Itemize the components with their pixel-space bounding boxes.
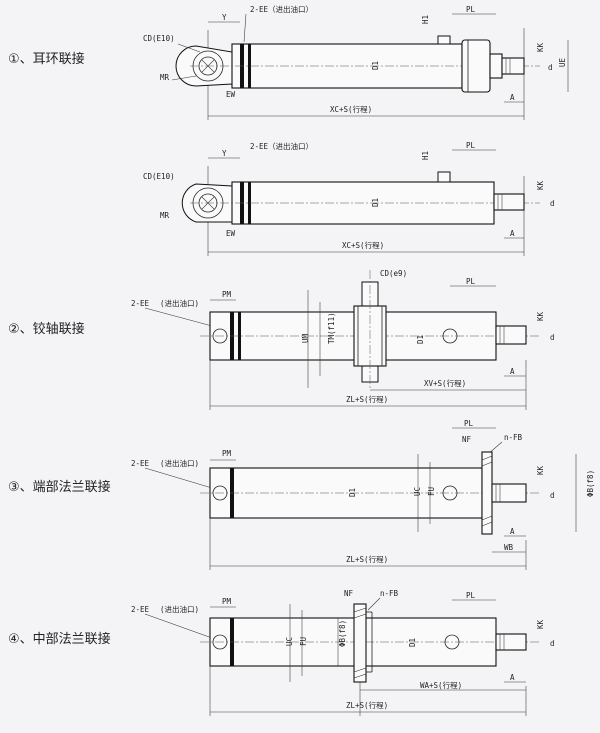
dim-nf-5: NF — [344, 589, 354, 598]
dim-d1: D1 — [371, 61, 380, 70]
dim-ee-note-4: (进出油口) — [160, 458, 199, 468]
dim-kk-4: KK — [536, 465, 545, 475]
diagram-ear-ring-2: XC+S(行程) Y 2-EE（进出油口） CD(E10) MR EW D1 H… — [143, 141, 555, 256]
dim-d-4: d — [550, 491, 555, 500]
dim-pl: PL — [466, 5, 476, 14]
dim-a: A — [510, 93, 515, 102]
dim-xcs-2: XC+S(行程) — [342, 240, 384, 250]
diagram-trunnion: ②、铰轴联接 2-EE (进出油口) PM CD(e9) UM TM(f11) … — [8, 269, 555, 410]
dim-h1-2: H1 — [421, 151, 430, 160]
dim-ee-note-3: (进出油口) — [160, 298, 199, 308]
dim-zls-5: ZL+S(行程) — [346, 700, 388, 710]
dim-ee: 2-EE（进出油口） — [250, 4, 313, 14]
dim-h1: H1 — [421, 15, 430, 24]
dim-mr-2: MR — [160, 211, 170, 220]
dim-fu-4: FU — [427, 487, 436, 496]
dim-ue: UE — [558, 57, 567, 67]
dim-tmf11: TM(f11) — [327, 312, 336, 344]
dim-d1-4: D1 — [348, 488, 357, 497]
dim-kk-5: KK — [536, 619, 545, 629]
dim-nf-4: NF — [462, 435, 472, 444]
dim-ee-note-5: (进出油口) — [160, 604, 199, 614]
dim-cde9: CD(e9) — [380, 269, 407, 278]
label-middle-flange: ④、中部法兰联接 — [8, 631, 111, 647]
dim-d-3: d — [550, 333, 555, 342]
dim-d1-5: D1 — [408, 638, 417, 647]
dim-mr: MR — [160, 73, 170, 82]
dim-d1-2: D1 — [371, 198, 380, 207]
dim-y-2: Y — [222, 149, 227, 158]
dim-a-2: A — [510, 229, 515, 238]
dim-ee-5: 2-EE — [131, 605, 150, 614]
dim-ew-2: EW — [226, 229, 236, 238]
diagram-middle-flange: ④、中部法兰联接 2-EE (进出油口) PM NF n-FB UC FU ΦB… — [8, 589, 555, 716]
dim-pl-2: PL — [466, 141, 476, 150]
dim-um: UM — [301, 333, 310, 343]
dim-xcs: XC+S(行程) — [330, 104, 372, 114]
dim-y: Y — [222, 13, 227, 22]
dim-a-4: A — [510, 527, 515, 536]
dim-zls-3: ZL+S(行程) — [346, 394, 388, 404]
dim-xvs: XV+S(行程) — [424, 378, 466, 388]
dim-uc-5: UC — [285, 637, 294, 646]
dim-uc-4: UC — [413, 487, 422, 496]
dim-pl-5: PL — [466, 591, 476, 600]
dim-wb: WB — [504, 543, 514, 552]
dim-ee-4: 2-EE — [131, 459, 150, 468]
label-end-flange: ③、端部法兰联接 — [8, 479, 111, 495]
dim-ee-3: 2-EE — [131, 299, 150, 308]
dim-pm-5: PM — [222, 597, 232, 606]
dim-kk-3: KK — [536, 311, 545, 321]
dim-was: WA+S(行程) — [420, 680, 462, 690]
dim-kk: KK — [536, 42, 545, 52]
dim-ee-2: 2-EE（进出油口） — [250, 141, 313, 151]
dim-d1-3: D1 — [416, 335, 425, 344]
label-ear-ring: ①、耳环联接 — [8, 51, 85, 67]
dim-d-2: d — [550, 199, 555, 208]
dim-cd-2: CD(E10) — [143, 172, 175, 181]
dim-pm-4: PM — [222, 449, 232, 458]
dim-pl-3: PL — [466, 277, 476, 286]
dim-phib-5: ΦB(f8) — [338, 620, 347, 647]
label-trunnion: ②、铰轴联接 — [8, 321, 85, 337]
dim-nfb-5: n-FB — [380, 589, 399, 598]
dim-cd: CD(E10) — [143, 34, 175, 43]
dim-fu-5: FU — [299, 637, 308, 646]
dim-a-5: A — [510, 673, 515, 682]
dim-nfb-4: n-FB — [504, 433, 523, 442]
dim-d-5: d — [550, 639, 555, 648]
diagram-ear-ring-1: ①、耳环联接 XC+S(行程) Y 2-EE（进出油口） CD(E10) MR … — [8, 4, 569, 120]
dim-d: d — [548, 63, 553, 72]
dim-pl-4: PL — [464, 419, 474, 428]
dim-phib-4: ΦB(f8) — [586, 470, 595, 497]
dim-a-3: A — [510, 367, 515, 376]
dim-zls-4: ZL+S(行程) — [346, 554, 388, 564]
dim-pm-3: PM — [222, 290, 232, 299]
dim-ew: EW — [226, 90, 236, 99]
dim-kk-2: KK — [536, 180, 545, 190]
diagram-end-flange: ③、端部法兰联接 2-EE (进出油口) PM D1 UC FU PL NF n… — [8, 419, 595, 570]
